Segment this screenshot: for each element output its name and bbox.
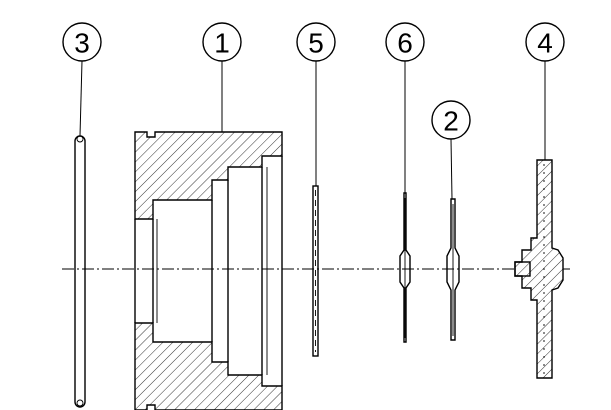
callout-3: 3 [62,22,102,62]
callout-1: 1 [202,22,242,62]
leader-2 [450,138,453,200]
part-6-diaphragm [399,192,411,343]
part-2-small-disc [446,198,460,341]
callout-1-label: 1 [214,28,230,59]
callout-2: 2 [431,100,471,140]
callout-6: 6 [385,22,425,62]
part-1-housing [134,131,283,410]
callout-4: 4 [525,22,565,62]
part-5-disc [312,185,319,357]
leader-3 [79,60,83,137]
part-3-o-ring [74,135,86,408]
callout-6-label: 6 [397,28,413,59]
callout-2-label: 2 [443,106,459,137]
callout-3-label: 3 [74,28,90,59]
callout-5-label: 5 [308,28,324,59]
callout-5: 5 [296,22,336,62]
part-4-cover [514,159,564,379]
callout-4-label: 4 [537,28,553,59]
